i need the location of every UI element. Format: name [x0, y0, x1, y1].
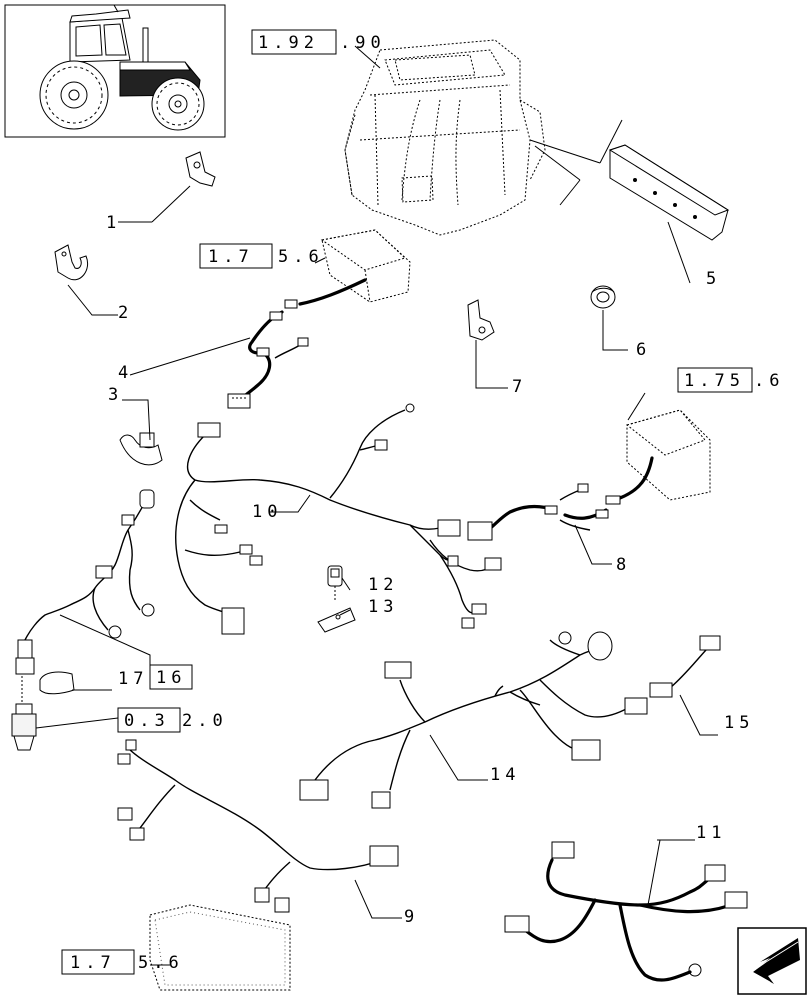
bracket-part-7: [467, 299, 495, 341]
leader-lines: [35, 45, 718, 966]
ref-lamp-top[interactable]: 1.7 5.6: [199, 243, 324, 269]
callout-1: 1: [106, 213, 121, 233]
callout-4: 4: [118, 363, 133, 383]
ref-lamp-right-rest: .6: [754, 371, 784, 391]
ref-cab[interactable]: 1.92 .90: [251, 29, 386, 55]
hook-part-2: [54, 244, 88, 281]
sensor: [11, 703, 37, 751]
harness-15: [649, 635, 721, 698]
clip-part-1: [185, 151, 216, 187]
ref-lamp-right[interactable]: 1.75 .6: [677, 367, 784, 393]
harness-14: [299, 631, 648, 809]
mounting-bracket: [608, 144, 730, 241]
fuse-holder-12: [327, 565, 343, 602]
ref-sensor-rest: 2.0: [182, 711, 228, 731]
tractor-thumbnail: [4, 4, 226, 138]
callout-9: 9: [404, 907, 419, 927]
ref-lamp-top-boxed: 1.7: [208, 247, 254, 267]
cab-frame: [344, 39, 546, 236]
lamp-right: [625, 409, 711, 501]
callout-8: 8: [616, 555, 631, 575]
ref-cab-boxed: 1.92: [258, 33, 319, 53]
ref-lamp-bottom-boxed: 1.7: [70, 953, 116, 973]
callout-11: 11: [696, 823, 726, 843]
harness-10: [175, 403, 502, 635]
lamp-top: [320, 229, 411, 303]
harness-11: [504, 841, 748, 982]
ref-lamp-bottom[interactable]: 1.7 5.6: [61, 949, 184, 975]
callout-10: 10: [252, 502, 282, 522]
ref-sensor-boxed: 0.3: [124, 711, 170, 731]
harness-9: [117, 739, 399, 913]
ref-sensor[interactable]: 0.3 2.0: [117, 707, 228, 733]
callout-3: 3: [108, 385, 123, 405]
ref-16[interactable]: 16: [149, 664, 193, 690]
ref-cab-rest: .90: [340, 33, 386, 53]
harness-4: [227, 278, 367, 409]
bracket-13: [317, 607, 356, 633]
ref-lamp-bottom-rest: 5.6: [138, 953, 184, 973]
harness-8: [467, 456, 654, 541]
callout-15: 15: [724, 713, 754, 733]
callout-12: 12: [368, 575, 398, 595]
ref-lamp-top-rest: 5.6: [278, 247, 324, 267]
callout-2: 2: [118, 303, 133, 323]
harness-17: [15, 489, 155, 702]
next-page-arrow-icon[interactable]: [737, 927, 807, 995]
grommet-part-6: [590, 285, 616, 309]
callout-7: 7: [512, 377, 527, 397]
strap-part-3: [119, 432, 163, 466]
ref-16-boxed: 16: [156, 668, 186, 688]
ref-lamp-right-boxed: 1.75: [684, 371, 745, 391]
lamp-bottom: [149, 904, 291, 991]
callout-17: 17: [118, 669, 148, 689]
callout-5: 5: [706, 269, 721, 289]
callout-13: 13: [368, 597, 398, 617]
callout-6: 6: [636, 340, 651, 360]
callout-14: 14: [490, 765, 520, 785]
